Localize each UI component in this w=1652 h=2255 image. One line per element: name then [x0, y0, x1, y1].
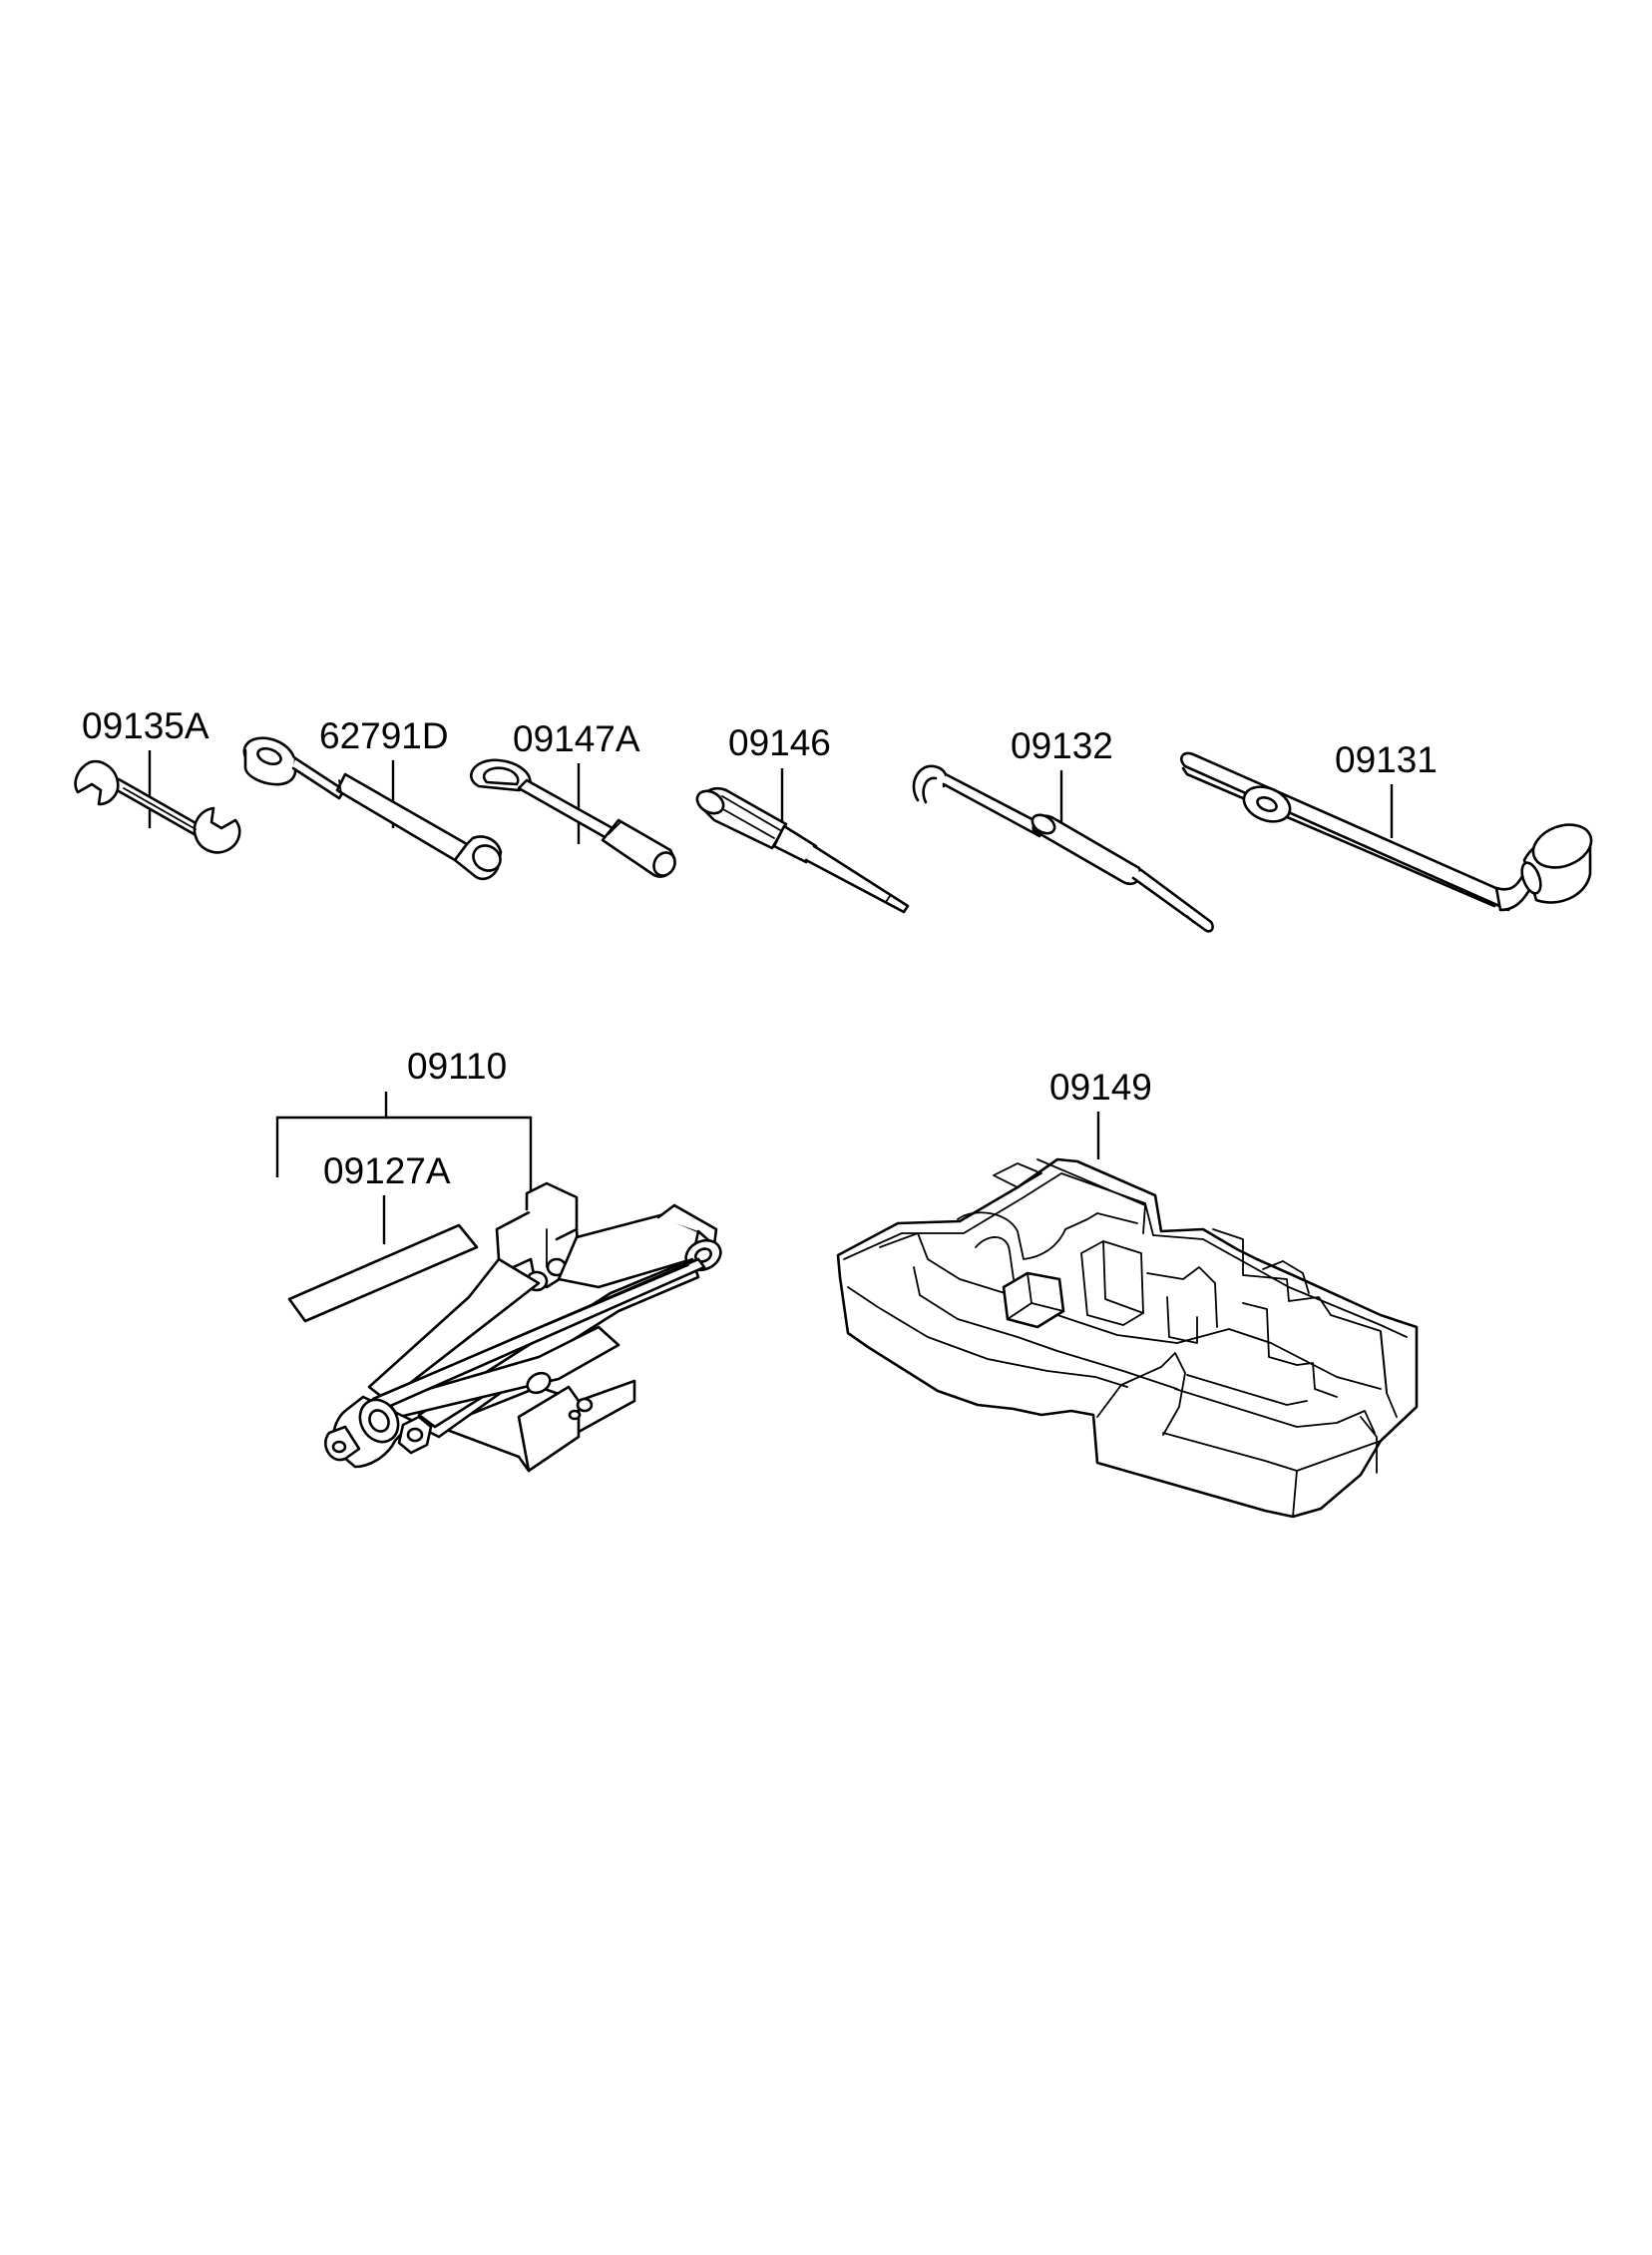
label-09149: 09149: [1049, 1067, 1152, 1108]
leader-lines: [148, 750, 1394, 1244]
label-09146: 09146: [728, 722, 831, 763]
label-09147A: 09147A: [513, 718, 640, 759]
towing-hook-icon: [470, 758, 676, 878]
wheel-wrench-icon: [1180, 751, 1593, 912]
jack-label-icon: [287, 1223, 479, 1323]
tool-tray-icon: [836, 1157, 1419, 1519]
screwdriver-icon: [695, 787, 910, 914]
label-09127A: 09127A: [323, 1150, 451, 1191]
extension-bar-icon: [242, 736, 503, 881]
label-09110: 09110: [407, 1046, 507, 1087]
hook-rod-icon: [912, 764, 1214, 933]
spanner-icon: [74, 759, 241, 854]
label-09132: 09132: [1011, 725, 1113, 766]
label-09135A: 09135A: [82, 705, 209, 746]
scissor-jack-icon: [324, 1181, 722, 1473]
label-62791D: 62791D: [319, 715, 449, 756]
label-09131: 09131: [1335, 739, 1438, 780]
